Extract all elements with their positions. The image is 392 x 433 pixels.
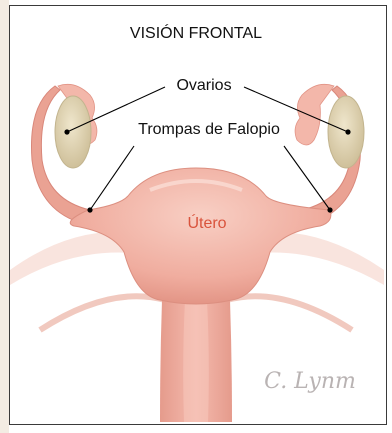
pointer-dot-tube-right [327,207,332,212]
artist-signature: C. Lynm [264,369,356,394]
ovary-left [55,96,91,168]
pointer-dot-ovary-right [345,129,350,134]
vaginal-wall-left [40,296,165,330]
cervix-inner-shadow [183,300,209,422]
label-ovaries: Ovarios [176,77,231,94]
title: VISIÓN FRONTAL [130,23,262,42]
pointer-dot-ovary-left [64,129,69,134]
label-fallopian-tubes: Trompas de Falopio [138,121,280,138]
pointer-dot-tube-left [87,207,92,212]
leader-tubes-right [284,146,330,210]
vaginal-wall-right [227,296,352,330]
label-uterus: Útero [187,213,226,232]
